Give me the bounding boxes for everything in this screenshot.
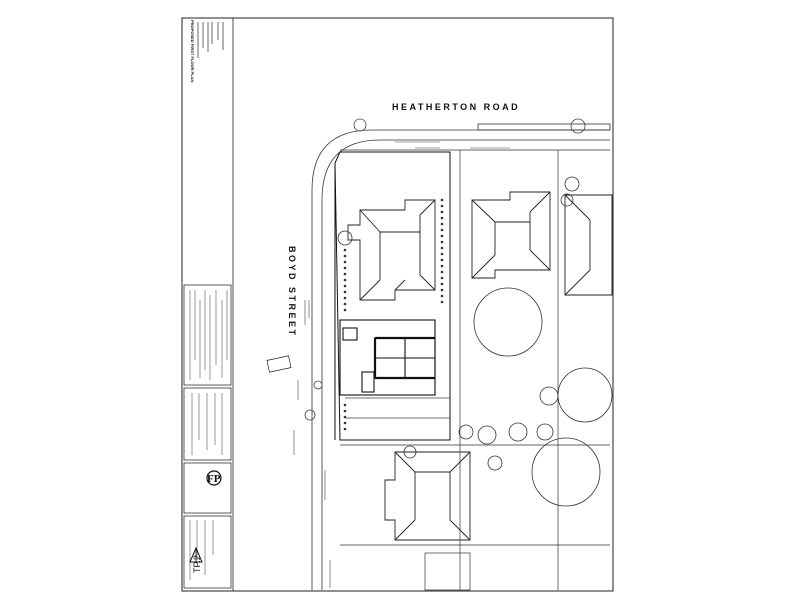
street-label-north: HEATHERTON ROAD (392, 102, 520, 112)
legend-text-lines (189, 290, 228, 580)
legend-blocks (183, 284, 232, 589)
annotation-ticks (293, 141, 510, 588)
neighbour-dwelling-far-east (564, 194, 613, 296)
sheet-number: TP.2 (192, 555, 202, 573)
company-logo: FP (206, 470, 222, 486)
sheet-number-block: TP.2 (192, 555, 202, 573)
street-label-west: BOYD STREET (287, 246, 297, 338)
proposed-walls-dark (373, 336, 435, 380)
site-fence-dots (343, 198, 444, 431)
tree-canopies (337, 176, 613, 507)
road-kerbs (311, 123, 611, 590)
drainage-easement (345, 397, 450, 419)
proposed-development (339, 319, 436, 396)
neighbour-dwelling-east (471, 191, 551, 279)
drawing-border (181, 17, 614, 592)
neighbour-dwelling-south (384, 451, 471, 541)
title-block-header: PROPOSED FIRST FLOOR PLAN (190, 20, 195, 83)
existing-dwelling (347, 199, 436, 301)
street-label-west-group: BOYD STREET (287, 246, 297, 338)
north-arrow-icon (189, 546, 203, 563)
crossover-label-box (266, 355, 292, 373)
drawing-title: PROPOSED FIRST FLOOR PLAN (190, 20, 195, 83)
street-trees (304, 118, 586, 421)
neighbour-lot-lines (340, 150, 610, 591)
subject-site (334, 151, 451, 441)
logo-initials: FP (207, 473, 221, 485)
title-block-notes (197, 22, 224, 58)
